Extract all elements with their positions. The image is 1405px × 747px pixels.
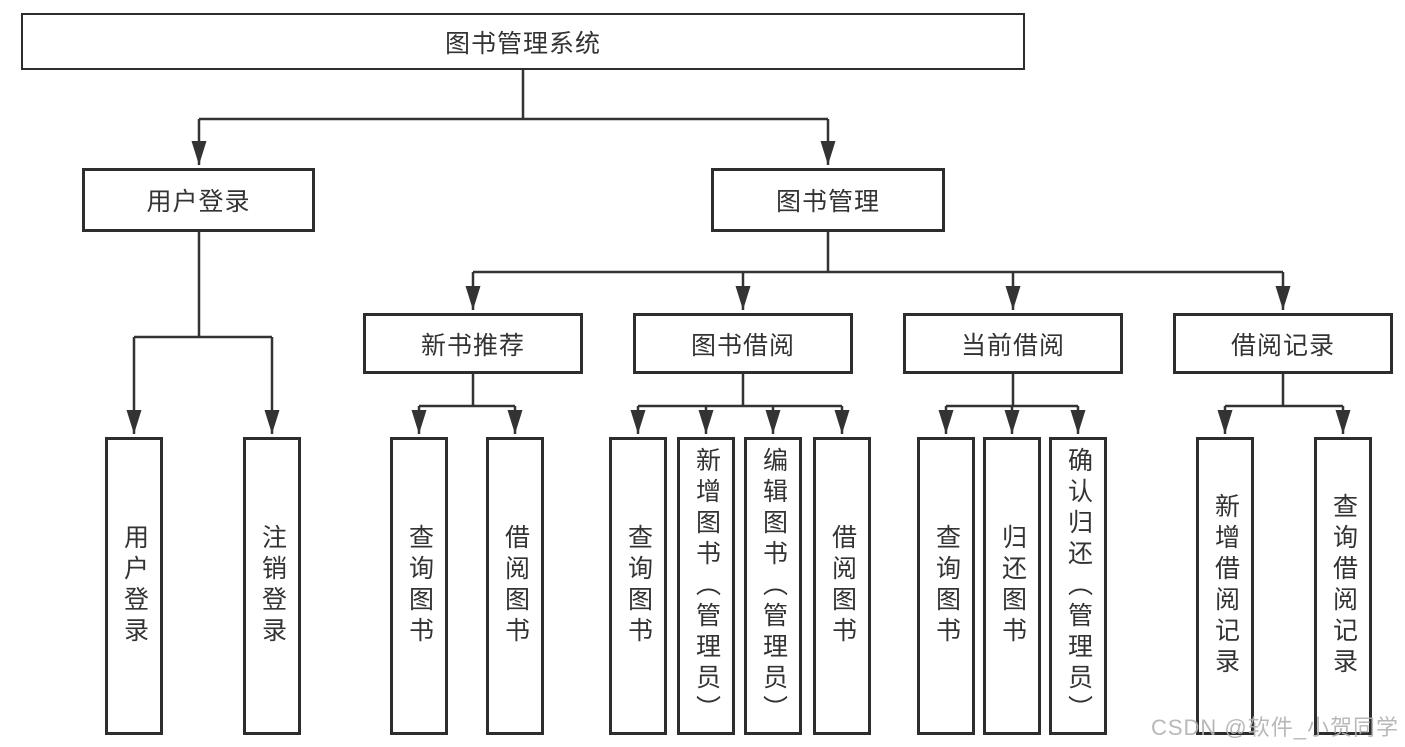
leaf-query-borrow-record: 查询借阅记录 [1314, 437, 1372, 735]
leaf-logout-label: 注销登录 [258, 524, 287, 648]
leaf-query-books-2: 查询图书 [609, 437, 667, 735]
leaf-edit-book-admin-label: 编辑图书（管理员） [759, 446, 788, 726]
connector-book-borrow-to-leaves [630, 374, 850, 434]
node-book-borrow: 图书借阅 [633, 313, 853, 374]
leaf-query-books-1-label: 查询图书 [405, 524, 434, 648]
leaf-add-book-admin: 新增图书（管理员） [677, 437, 735, 735]
leaf-query-borrow-record-label: 查询借阅记录 [1329, 493, 1358, 679]
leaf-borrow-books-1-label: 借阅图书 [501, 524, 530, 648]
leaf-query-books-3: 查询图书 [917, 437, 975, 735]
leaf-add-borrow-record-label: 新增借阅记录 [1211, 493, 1240, 679]
leaf-add-borrow-record: 新增借阅记录 [1196, 437, 1254, 735]
node-new-book-recommend: 新书推荐 [363, 313, 583, 374]
node-book-management: 图书管理 [711, 168, 945, 232]
connector-root-to-branches [191, 70, 836, 165]
connector-borrow-records-to-leaves [1217, 374, 1351, 434]
leaf-borrow-books-2-label: 借阅图书 [828, 524, 857, 648]
leaf-return-book: 归还图书 [983, 437, 1041, 735]
leaf-query-books-3-label: 查询图书 [932, 524, 961, 648]
leaf-add-book-admin-label: 新增图书（管理员） [692, 446, 721, 726]
node-library-management-system: 图书管理系统 [21, 13, 1025, 70]
csdn-watermark: CSDN @软件_小贺同学 [1150, 715, 1399, 740]
node-borrow-records: 借阅记录 [1173, 313, 1393, 374]
leaf-edit-book-admin: 编辑图书（管理员） [744, 437, 802, 735]
connector-book-management-to-categories [465, 232, 1291, 310]
leaf-user-login-label: 用户登录 [120, 524, 149, 648]
leaf-confirm-return-admin-label: 确认归还（管理员） [1064, 446, 1093, 726]
node-current-borrow: 当前借阅 [903, 313, 1123, 374]
leaf-borrow-books-1: 借阅图书 [486, 437, 544, 735]
leaf-borrow-books-2: 借阅图书 [813, 437, 871, 735]
leaf-confirm-return-admin: 确认归还（管理员） [1049, 437, 1107, 735]
leaf-query-books-1: 查询图书 [390, 437, 448, 735]
connector-user-login-to-leaves [126, 232, 280, 434]
node-user-login: 用户登录 [82, 168, 315, 232]
leaf-user-login: 用户登录 [105, 437, 163, 735]
leaf-return-book-label: 归还图书 [998, 524, 1027, 648]
leaf-query-books-2-label: 查询图书 [624, 524, 653, 648]
leaf-logout: 注销登录 [243, 437, 301, 735]
connector-current-borrow-to-leaves [938, 374, 1086, 434]
connector-new-book-recommend-to-leaves [411, 374, 523, 434]
